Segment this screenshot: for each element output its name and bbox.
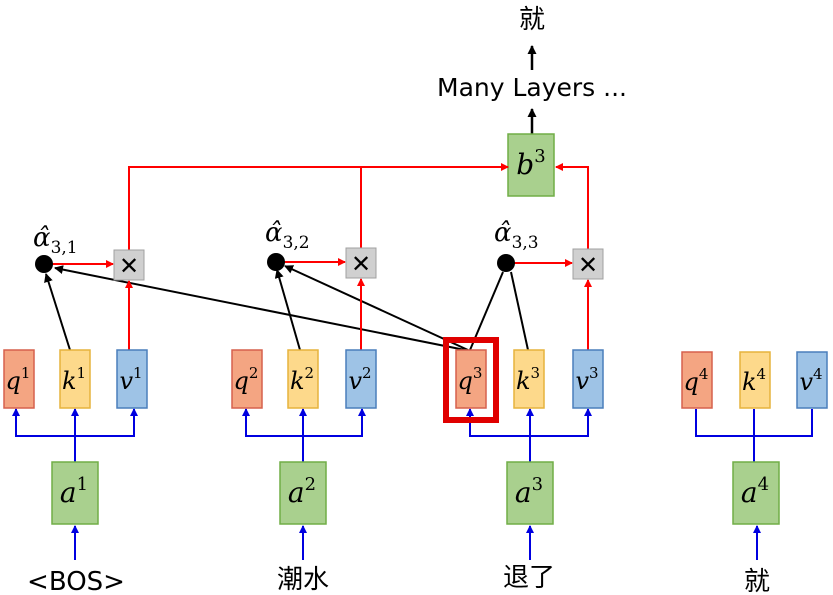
svg-text:q4: q4 [684,365,709,396]
input-token-3: 退了 [503,563,555,593]
svg-text:k2: k2 [290,364,314,395]
svg-text:α̂3,3: α̂3,3 [494,218,539,253]
score-dot-2 [267,253,285,271]
svg-text:q3: q3 [458,364,483,395]
weighted-sum-lines [128,163,589,250]
score-dot-1 [35,255,53,273]
svg-text:v3: v3 [575,364,598,395]
output-token: 就 [519,5,545,35]
svg-text:a4: a4 [741,474,769,509]
svg-text:α̂3,1: α̂3,1 [33,223,78,258]
multiply-icon: ✕ [119,252,139,280]
embedding-vector-3: a3 [506,461,554,525]
value-to-multiply-arrows [52,258,592,350]
value-vector-1: v1 [116,349,148,409]
svg-text:v2: v2 [348,364,371,395]
key-vector-3: k3 [513,349,545,409]
svg-text:a1: a1 [60,474,88,509]
embedding-vector-4: a4 [732,461,780,525]
svg-text:a2: a2 [288,474,316,509]
svg-text:v4: v4 [799,365,822,396]
many-layers-label: Many Layers ... [437,73,627,102]
column-2: q2 k2 v2 a2 潮水 [231,349,377,595]
input-token-4: 就 [744,567,770,595]
attention-arrows [44,265,529,351]
svg-text:k3: k3 [516,364,540,395]
key-vector-2: k2 [287,349,319,409]
value-vector-3: v3 [572,349,604,409]
query-vector-1: q1 [3,349,35,409]
svg-text:q2: q2 [234,364,259,395]
multiply-node-1: ✕ [113,249,145,281]
key-vector-4: k4 [739,351,771,409]
token-to-embedding-arrows [71,525,761,560]
svg-text:v1: v1 [119,364,142,395]
query-highlight-box [443,337,499,423]
embedding-vector-1: a1 [51,461,99,525]
b-letter: b [516,148,534,181]
value-vector-2: v2 [345,349,377,409]
multiply-icon: ✕ [351,250,371,278]
input-token-1: <BOS> [27,567,125,595]
alpha-label-3-3: α̂3,3 [494,218,539,253]
svg-text:k1: k1 [62,364,86,395]
input-token-2: 潮水 [277,565,329,595]
value-vector-4: v4 [796,351,828,409]
svg-text:α̂3,2: α̂3,2 [265,218,310,253]
column-3: q3 k3 v3 a3 退了 [443,337,604,593]
multiply-icon: ✕ [578,251,598,279]
b-sup: 3 [534,146,545,167]
multiply-node-2: ✕ [345,247,377,279]
multiply-node-3: ✕ [572,248,604,280]
svg-text:q1: q1 [6,364,31,395]
query-vector-2: q2 [231,349,263,409]
embedding-to-qkv-arrows [12,408,813,462]
query-vector-4: q4 [681,351,713,409]
query-vector-3: q3 [455,349,487,409]
svg-text:a3: a3 [515,474,543,509]
column-1: q1 k1 v1 a1 <BOS> [3,349,148,595]
score-dot-3 [497,254,515,272]
key-vector-1: k1 [59,349,91,409]
alpha-label-3-1: α̂3,1 [33,223,78,258]
embedding-vector-2: a2 [279,461,327,525]
svg-text:k4: k4 [742,365,766,396]
column-4: q4 k4 v4 a4 就 [681,351,828,595]
alpha-label-3-2: α̂3,2 [265,218,310,253]
output-vector-b3: b3 [507,133,555,197]
svg-text:b3: b3 [516,146,545,181]
